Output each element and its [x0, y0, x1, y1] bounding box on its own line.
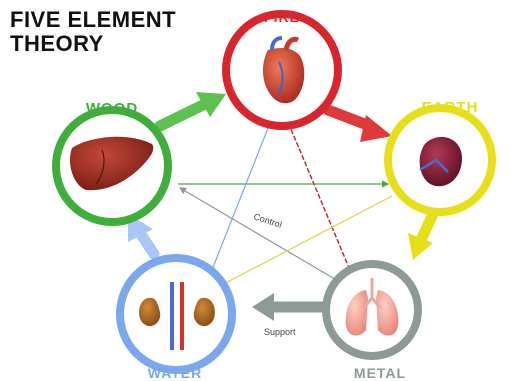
water-label: WATER — [148, 365, 203, 381]
water-element: WATER — [120, 258, 232, 381]
wood-label: WOOD — [86, 100, 138, 117]
wood-element: WOOD — [56, 100, 168, 222]
fire-element: FIRE — [226, 9, 338, 126]
support-label: Support — [264, 327, 296, 337]
support-fire-to-earth — [328, 110, 370, 126]
support-wood-to-fire — [160, 104, 205, 126]
support-metal-to-water-head — [252, 293, 274, 321]
support-earth-to-metal — [421, 214, 433, 240]
earth-element: EARTH — [388, 99, 492, 212]
water-ring — [120, 258, 232, 370]
control-cycle-lines — [178, 110, 392, 288]
support-water-to-wood — [140, 233, 154, 254]
metal-label: METAL — [354, 365, 406, 381]
metal-ring — [326, 264, 418, 356]
control-water-to-fire — [208, 118, 272, 280]
earth-label: EARTH — [422, 99, 479, 116]
metal-element: METAL — [326, 264, 418, 381]
fire-label: FIRE — [264, 9, 300, 25]
control-fire-to-metal — [283, 110, 352, 275]
control-label: Control — [252, 211, 283, 229]
